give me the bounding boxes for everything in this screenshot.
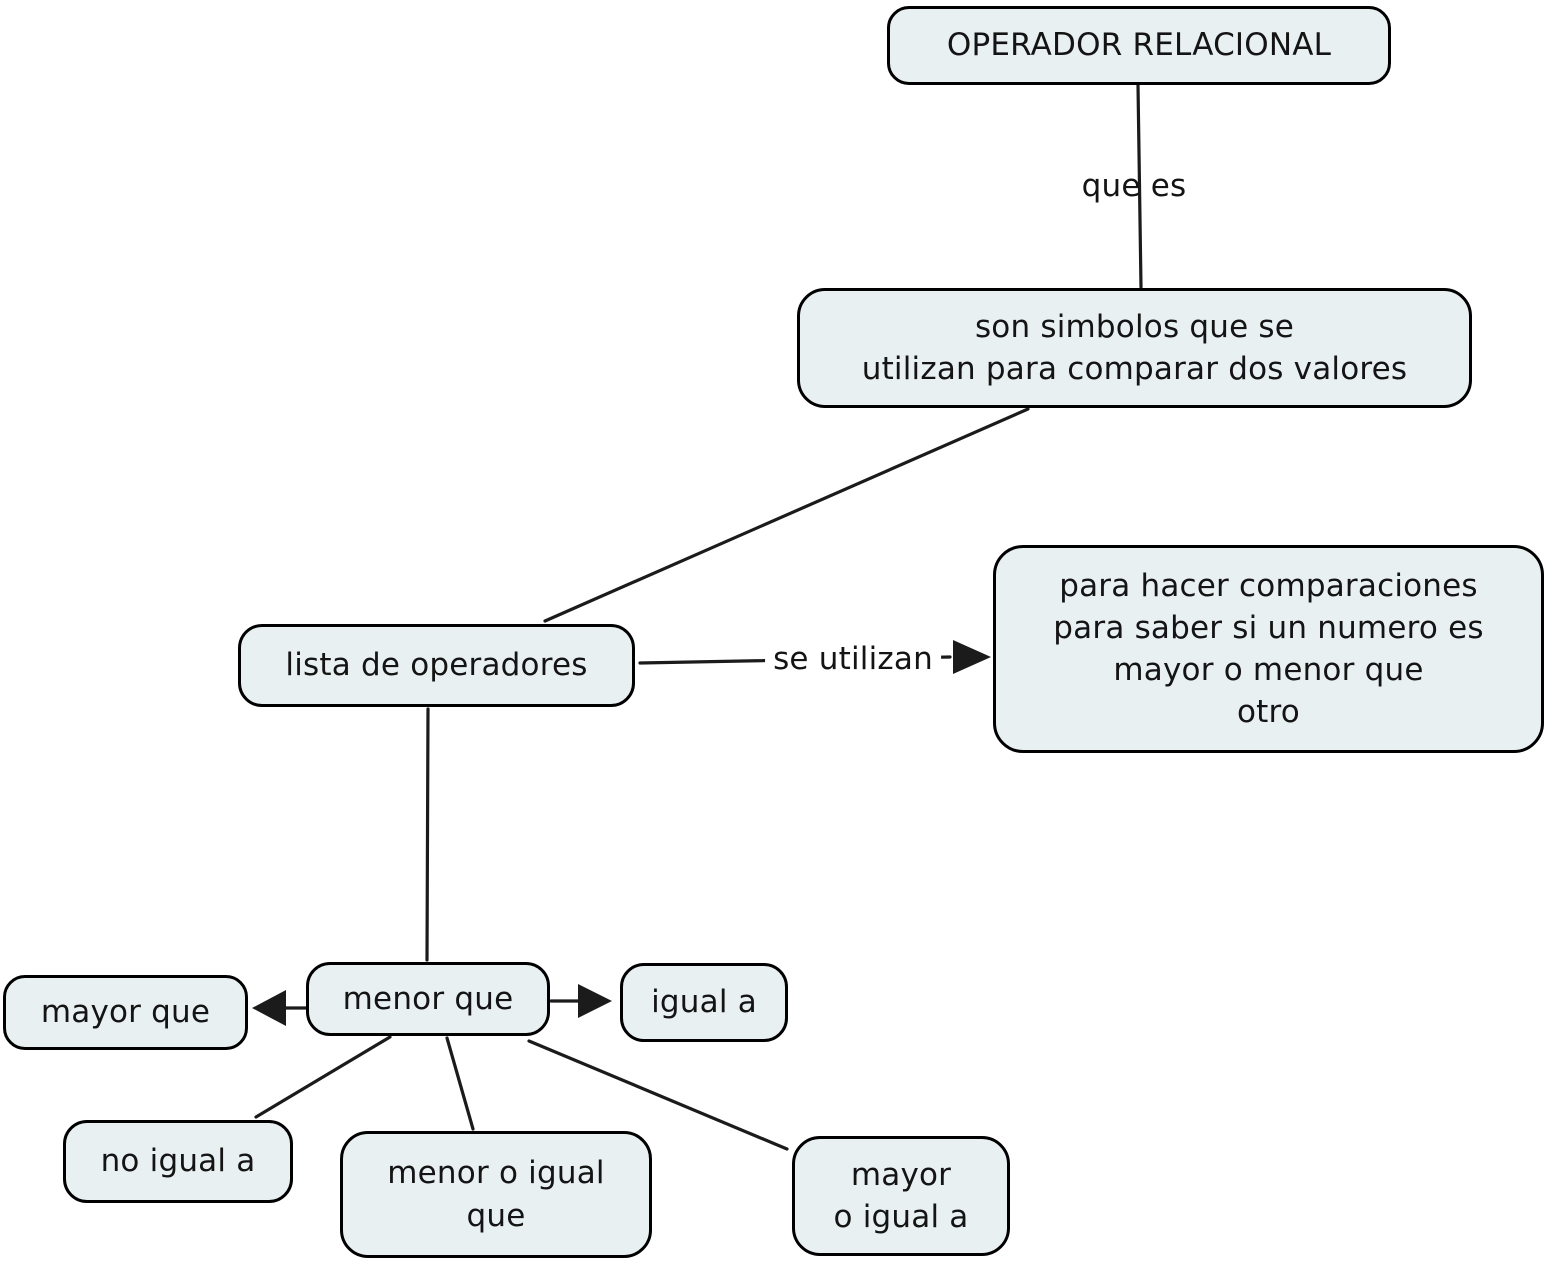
edge-label-que-es[interactable]: que es [1081, 168, 1187, 204]
node-label-line: para hacer comparaciones [1059, 567, 1478, 604]
node-label-line: para saber si un numero es [1053, 609, 1484, 646]
node-lista-de-operadores[interactable]: lista de operadores [238, 624, 635, 707]
node-son-simbolos[interactable]: son simbolos que se utilizan para compar… [797, 288, 1472, 408]
edge-menorque-to-mayoroigual-line [527, 1039, 789, 1151]
node-menor-o-igual-que[interactable]: menor o igual que [340, 1131, 652, 1258]
node-label-line: otro [1237, 694, 1300, 731]
node-label: lista de operadores [285, 647, 588, 684]
edge-que-es-line [1136, 83, 1143, 289]
node-label-line: mayor o menor que [1113, 652, 1424, 688]
node-label-line: o igual a [833, 1199, 969, 1235]
node-label-line: mayor [850, 1156, 952, 1193]
node-para-hacer-comparaciones[interactable]: para hacer comparaciones para saber si u… [993, 545, 1544, 753]
edge-lista-to-menorque-line [425, 707, 430, 962]
edge-label-se-utilizan[interactable]: se utilizan [765, 641, 941, 677]
node-mayor-que[interactable]: mayor que [3, 975, 248, 1050]
node-label: igual a [651, 984, 757, 1021]
node-menor-que[interactable]: menor que [306, 962, 550, 1036]
node-label: no igual a [100, 1143, 256, 1180]
edge-menorque-to-noiguala-line [254, 1035, 392, 1119]
node-label-line: que [466, 1197, 526, 1234]
arrow-right-icon [578, 984, 612, 1018]
edge-simbolos-to-lista-line [543, 407, 1030, 623]
node-no-igual-a[interactable]: no igual a [63, 1120, 293, 1203]
edge-menorque-to-menoroigual-line [445, 1036, 475, 1131]
arrow-right-icon [953, 640, 991, 674]
node-label: OPERADOR RELACIONAL [946, 27, 1332, 64]
node-label-line: menor o igual [387, 1155, 605, 1192]
node-mayor-o-igual-a[interactable]: mayor o igual a [792, 1136, 1010, 1256]
node-igual-a[interactable]: igual a [620, 963, 788, 1042]
node-label-line: utilizan para comparar dos valores [861, 351, 1408, 387]
arrow-left-icon [252, 990, 286, 1026]
node-operador-relacional[interactable]: OPERADOR RELACIONAL [887, 6, 1391, 85]
node-label: mayor que [40, 994, 211, 1031]
node-label: menor que [342, 980, 514, 1017]
node-label-line: son simbolos que se [974, 308, 1295, 345]
